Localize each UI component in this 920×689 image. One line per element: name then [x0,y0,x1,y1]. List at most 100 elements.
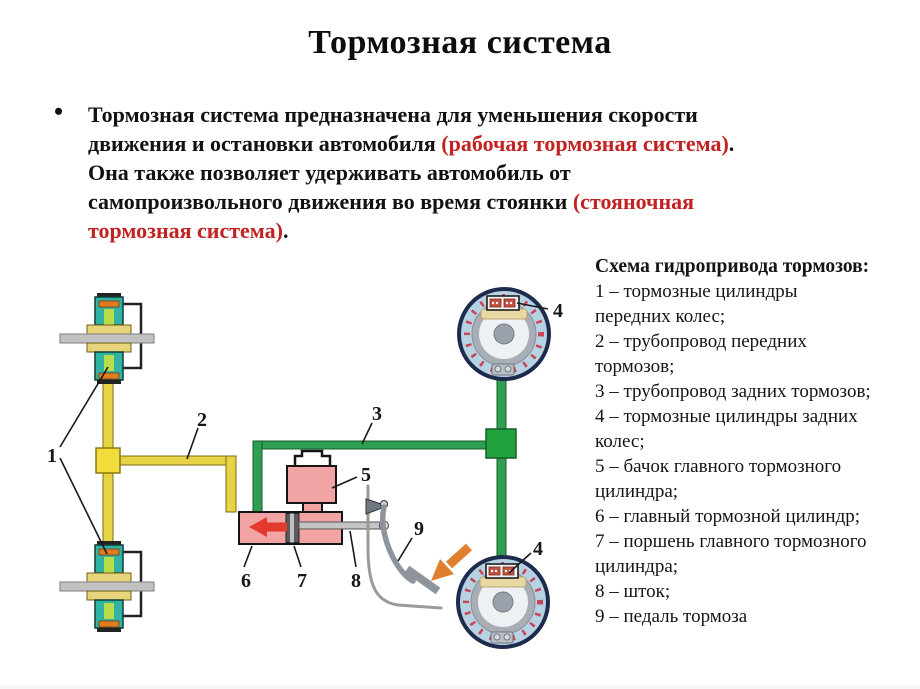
adjuster-wheel [493,633,501,641]
intro-text-highlight: (стояночная [572,189,695,214]
legend-line: 3 – трубопровод задних тормозов; [595,381,871,402]
force-arrow-shaft [445,543,473,569]
brake-pad [86,590,132,601]
legend-line: цилиндра; [595,556,679,577]
diagram-labels: 1 2 3 4 4 5 6 7 8 9 [47,300,563,592]
piston-dot [494,569,498,573]
legend-item: 7 – поршень главного тормозного цилиндра… [595,529,917,579]
cylinder-fluid [104,309,114,325]
piston-dot [490,569,494,573]
legend-line: 8 – шток; [595,581,671,602]
leader-2 [186,427,199,460]
front-wheel-brake-top [59,293,155,384]
piston-dot [504,569,508,573]
bullet-marker: • [54,97,64,126]
label-3: 3 [372,403,382,425]
floor-panel-line [366,484,443,610]
rear-wheel-brake-bottom [456,555,550,649]
adjuster-wheel [504,365,512,373]
legend-item: 9 – педаль тормоза [595,604,917,629]
legend-item: 3 – трубопровод задних тормозов; [595,379,917,404]
legend-line: 9 – педаль тормоза [595,606,748,627]
legend-item: 6 – главный тормозной цилиндр; [595,504,917,529]
intro-lines: Тормозная система предназначена для умен… [88,100,882,245]
rear-pipe-horizontal [252,440,491,450]
leader-4-top [516,302,549,310]
leader-5 [331,476,358,489]
label-5: 5 [361,464,371,486]
cylinder-piston [502,566,515,576]
legend-line: колес; [595,431,645,452]
legend-item: 2 – трубопровод передних тормозов; [595,329,917,379]
pedal-lever [380,504,416,584]
bottom-edge-strip [0,685,920,689]
leader-9 [397,537,413,562]
leader-1a [59,366,109,448]
brake-pad [86,342,132,353]
cylinder-piston [489,298,502,308]
label-4-bottom: 4 [533,538,543,560]
intro-text: Она также позволяет удерживать автомобил… [88,160,571,185]
wheel-hub [493,323,515,345]
intro-text-highlight: (рабочая тормозная система) [441,131,729,156]
intro-text-highlight: тормозная система) [88,218,283,243]
intro-line: движения и остановки автомобиля (рабочая… [88,129,882,158]
label-2: 2 [197,409,207,431]
legend-line: 1 – тормозные цилиндры [595,281,798,302]
front-brake-pipes [95,381,237,545]
leader-4-bottom [508,552,532,574]
leader-1b [59,457,108,555]
legend: Схема гидропривода тормозов: 1 – тормозн… [595,254,917,629]
rear-pipe-down [496,457,507,563]
legend-item: 5 – бачок главного тормозного цилиндра; [595,454,917,504]
label-6: 6 [241,570,251,592]
caliper-cap [97,541,121,545]
front-wheel-brake-bottom [59,541,155,632]
front-pipe-upper [102,381,114,451]
label-8: 8 [351,570,361,592]
intro-line: Она также позволяет удерживать автомобил… [88,158,882,187]
brake-pedal-assembly [365,484,443,610]
cylinder-fluid [104,355,114,371]
leader-3 [361,422,373,445]
front-pipe-horizontal [112,455,237,466]
pedal-pivot-bracket [365,498,389,515]
legend-line: тормозов; [595,356,675,377]
adjuster-wheel [494,365,502,373]
intro-paragraph: • Тормозная система предназначена для ум… [52,97,882,245]
cylinder-seal [98,548,120,556]
cylinder-piston [488,566,501,576]
cylinder-seal [98,372,120,380]
cylinder-fluid [104,557,114,573]
brake-disc [59,333,155,344]
intro-line: Тормозная система предназначена для умен… [88,100,882,129]
legend-item: 8 – шток; [595,579,917,604]
label-4-top: 4 [553,300,563,322]
brake-pad [86,572,132,583]
intro-line: тормозная система). [88,216,882,245]
legend-line: цилиндра; [595,481,679,502]
rear-wheel-brake-top [457,287,551,381]
cylinder-seal [98,620,120,628]
caliper-cap [97,628,121,632]
label-7: 7 [297,570,307,592]
label-9: 9 [414,518,424,540]
front-pipe-tee [95,447,121,474]
leader-lines [59,302,549,574]
force-arrow [431,543,473,581]
intro-text: самопроизвольного движения во время стоя… [88,189,573,214]
adjuster-wheel [503,633,511,641]
legend-line: 7 – поршень главного тормозного [595,531,867,552]
page-title: Тормозная система [308,24,612,61]
cylinder-piston [503,298,516,308]
reservoir-cap [293,449,332,466]
leader-8 [349,530,357,568]
piston-highlight [290,513,294,543]
intro-text: движения и остановки автомобиля [88,131,442,156]
leader-7 [293,545,302,568]
pressure-arrow [249,517,287,537]
rear-pipe-tee [485,428,517,459]
legend-line: 5 – бачок главного тормозного [595,456,842,477]
